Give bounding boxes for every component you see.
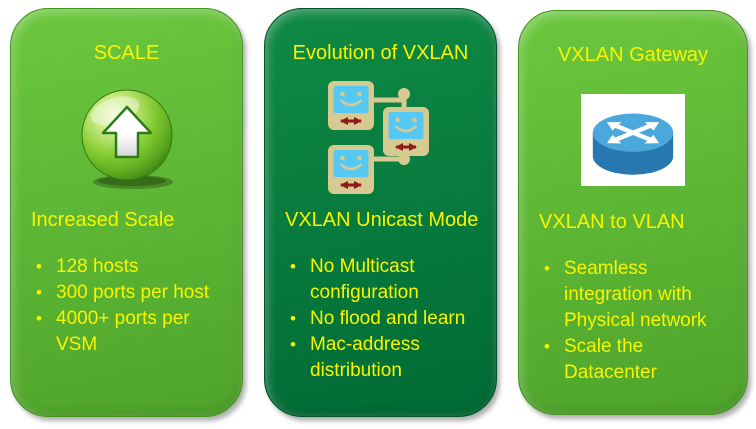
bullet-item: 300 ports per host [35, 280, 228, 306]
bullet-item: Scale the Datacenter [543, 334, 733, 386]
card-title: SCALE [93, 42, 160, 64]
card-gateway: VXLAN Gateway VXL [518, 10, 748, 415]
bullet-list: Seamless integration with Physical netwo… [519, 256, 747, 386]
bullet-item: No flood and learn [289, 306, 482, 332]
card-evolution: Evolution of VXLAN [264, 8, 497, 417]
computer-top-left [328, 81, 374, 130]
networked-computers-icon [265, 77, 496, 199]
bullet-item: Mac-address distribution [289, 332, 482, 384]
card-heading: VXLAN to VLAN [539, 211, 685, 233]
router-icon [519, 79, 747, 201]
router-graphic [592, 113, 674, 175]
computer-bottom-left [328, 145, 374, 194]
networked-computers-graphic [328, 81, 429, 194]
router-box [581, 94, 685, 186]
bullet-item: No Multicast configuration [289, 254, 482, 306]
card-title: Evolution of VXLAN [292, 42, 469, 64]
bullet-item: 128 hosts [35, 254, 228, 280]
up-arrow-orb-icon [11, 77, 242, 199]
bullet-list: 128 hosts 300 ports per host 4000+ ports… [11, 254, 242, 358]
computer-right [383, 107, 429, 156]
card-heading: VXLAN Unicast Mode [285, 209, 479, 231]
up-arrow-orb-graphic [81, 89, 173, 189]
bullet-list: No Multicast configuration No flood and … [265, 254, 496, 384]
card-title: VXLAN Gateway [557, 44, 709, 66]
bullet-item: Seamless integration with Physical netwo… [543, 256, 733, 334]
card-heading: Increased Scale [31, 209, 175, 231]
bullet-item: 4000+ ports per VSM [35, 306, 228, 358]
card-scale: SCALE [10, 8, 243, 417]
